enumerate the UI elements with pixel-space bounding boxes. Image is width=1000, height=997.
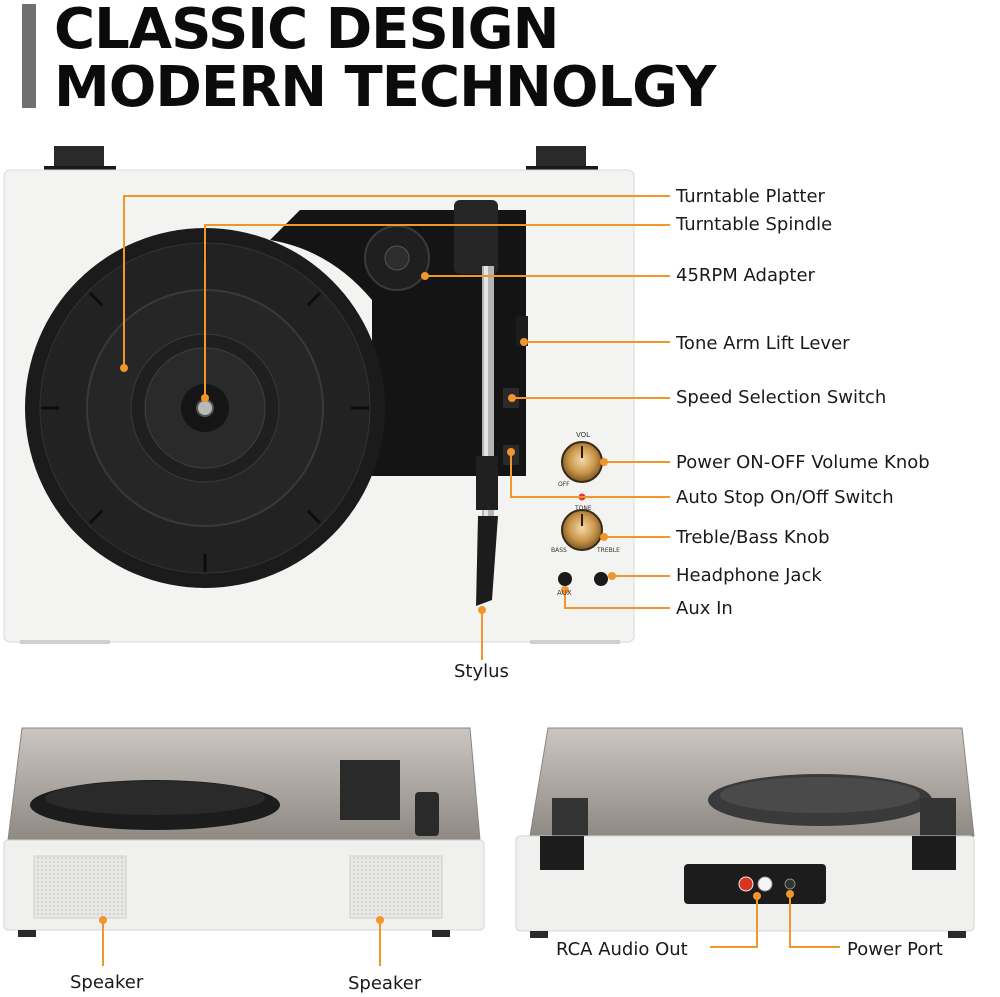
headline-line-2: MODERN TECHNOLGY	[54, 55, 716, 120]
aux-jack	[558, 572, 572, 586]
callout-treble-bass-knob: Treble/Bass Knob	[676, 527, 830, 548]
treble-label: TREBLE	[597, 547, 620, 554]
callout-aux-in: Aux In	[676, 598, 733, 619]
callout-headphone-jack: Headphone Jack	[676, 565, 822, 586]
back-view-turntable	[515, 727, 975, 938]
aux-label: AUX	[557, 589, 572, 597]
callout-stylus: Stylus	[454, 661, 509, 682]
callout-turntable-spindle: Turntable Spindle	[676, 214, 833, 235]
callout-turntable-platter: Turntable Platter	[676, 186, 825, 207]
bass-label: BASS	[551, 547, 567, 554]
callout-power-volume-knob: Power ON-OFF Volume Knob	[676, 452, 930, 473]
callout-speed-selection-switch: Speed Selection Switch	[676, 387, 887, 408]
volume-knob	[561, 441, 603, 483]
callout-45rpm-adapter: 45RPM Adapter	[676, 265, 815, 286]
tone-knob	[561, 509, 603, 551]
callout-auto-stop-switch: Auto Stop On/Off Switch	[676, 487, 894, 508]
tone-label: TONE	[575, 505, 592, 512]
turntable-spindle	[196, 399, 214, 417]
callout-tone-arm-lift-lever: Tone Arm Lift Lever	[676, 333, 850, 354]
tone-arm	[454, 200, 498, 606]
callout-speaker-right: Speaker	[348, 973, 422, 994]
callout-power-port: Power Port	[847, 939, 943, 960]
callout-speaker-left: Speaker	[70, 972, 144, 993]
front-view-turntable	[3, 727, 485, 937]
headline-line-1: CLASSIC DESIGN	[54, 0, 559, 62]
vol-label: VOL	[576, 431, 591, 439]
off-label: OFF	[558, 481, 570, 488]
headphone-jack	[594, 572, 608, 586]
title-accent-bar	[22, 4, 36, 108]
adapter-45rpm	[364, 225, 430, 291]
callout-rca-audio-out: RCA Audio Out	[556, 939, 688, 960]
